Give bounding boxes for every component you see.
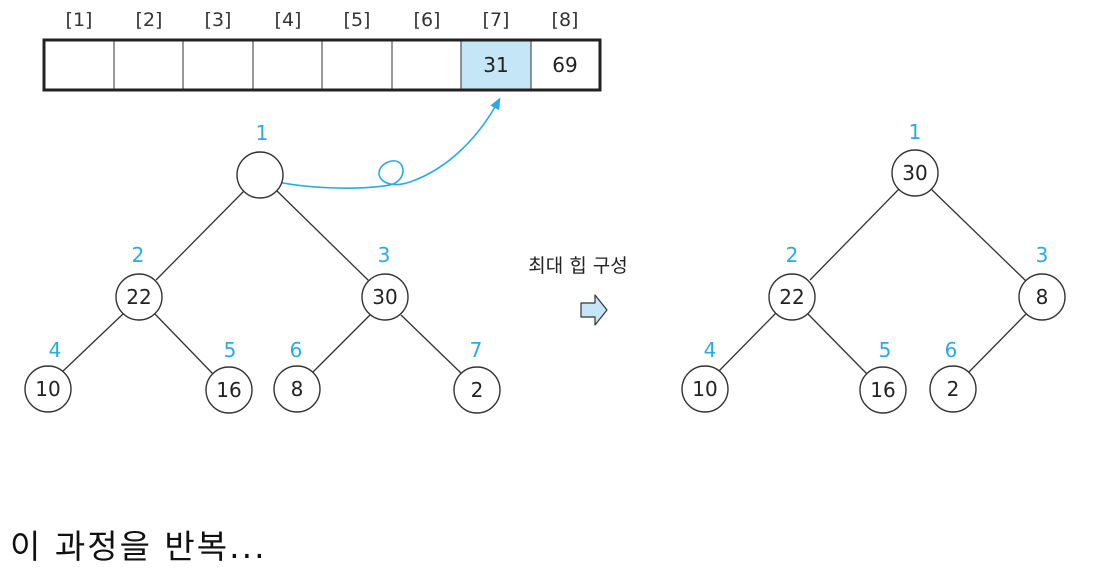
array-values: 31 69 [483,53,577,77]
array-index-label: [8] [552,9,579,31]
array-cell [43,39,115,91]
heap-node-value: 22 [779,285,804,309]
array-cell-value: 31 [483,53,508,77]
array-index-label: [1] [66,9,93,31]
tree-edge [276,190,370,282]
heap-node-number: 4 [704,338,717,362]
heap-node-number: 3 [1036,243,1049,267]
heap-node-value: 30 [902,161,927,185]
heap-node-value: 2 [947,377,960,401]
tree-edge [61,312,125,373]
tree-edge [806,312,868,375]
heap-node-value: 10 [692,377,717,401]
array-cell [252,39,323,91]
heap-node [115,273,163,321]
move-arrow [257,97,501,189]
array-index-labels: [1] [2] [3] [4] [5] [6] [7] [8] [66,9,579,31]
tree-edge [311,314,371,374]
heap-node-number: 1 [909,120,922,144]
heap-node [24,365,72,413]
heap-node-number: 5 [879,338,892,362]
array-index-label: [7] [483,9,510,31]
array-cell [113,39,184,91]
array-index-label: [2] [136,9,163,31]
heap-node [768,273,816,321]
tree-edge [930,188,1027,282]
heap-node [205,366,253,414]
heap-node [859,366,907,414]
heap-node-value: 16 [870,378,895,402]
array-cell [321,39,393,91]
heap-node-number: 1 [256,121,269,145]
array-cell [391,39,462,91]
heap-node-number: 5 [224,338,237,362]
heap-node [929,365,977,413]
step-label: 최대 힙 구성 [528,255,627,277]
tree-edge [155,190,245,281]
array-cells [42,38,602,92]
right-arrow-icon [580,294,608,326]
heap-node-number: 4 [49,338,62,362]
heap-node-value: 8 [1036,285,1049,309]
heap-node [1018,273,1066,321]
heap-node-value: 10 [35,377,60,401]
tree-edge [717,312,777,373]
heap-node-number: 3 [378,243,391,267]
heap-node-number: 7 [470,338,483,362]
heap-node [361,273,409,321]
heap-node-value: 22 [126,285,151,309]
heap-node [453,366,501,414]
heap-node-value: 2 [471,378,484,402]
tree-edge [966,313,1027,375]
caption-text: 이 과정을 반복... [10,527,267,566]
tree-edge [809,188,900,281]
array-index-label: [4] [275,9,302,31]
array-index-label: [5] [344,9,371,31]
heap-node [273,365,321,413]
heap-before-tree: 22 30 10 16 8 2 1 2 3 4 5 6 7 [24,121,501,414]
heap-node [681,365,729,413]
array-frame [42,38,602,92]
array-cell [182,39,254,91]
array-cell-highlighted [460,39,532,91]
heap-node-number: 2 [132,243,145,267]
array-cell [530,39,601,91]
heap-node [891,149,939,197]
heap-node-value: 30 [372,285,397,309]
array-cell-value: 69 [552,53,577,77]
heap-node-root-empty [236,151,284,199]
array-index-label: [6] [414,9,441,31]
heap-node-number: 2 [786,243,799,267]
heap-node-value: 8 [291,377,304,401]
heap-node-value: 16 [216,378,241,402]
tree-edge [153,312,214,375]
tree-edge [400,314,463,375]
heap-node-number: 6 [290,338,303,362]
array-index-label: [3] [205,9,232,31]
heap-after-tree: 30 22 8 10 16 2 1 2 3 4 5 6 [681,120,1066,414]
heap-node-number: 6 [945,338,958,362]
